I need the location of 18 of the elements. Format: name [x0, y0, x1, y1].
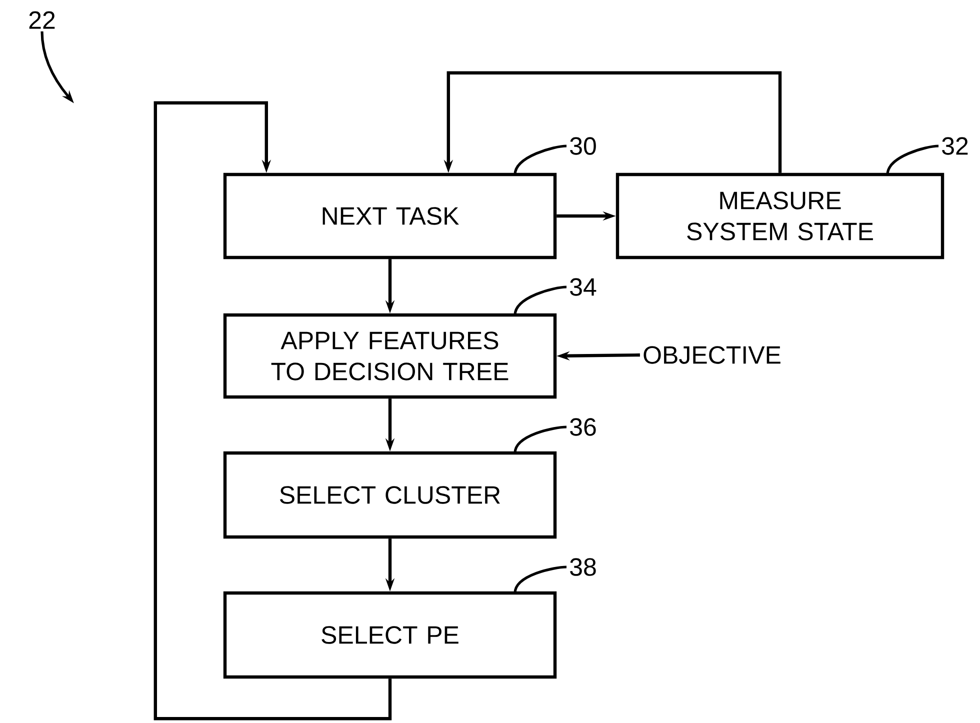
process-box: SELECT CLUSTER [223, 451, 557, 539]
input-label: OBJECTIVE [644, 346, 780, 364]
process-box: APPLY FEATURES TO DECISION TREE [223, 313, 557, 399]
reference-numeral: 34 [570, 278, 596, 296]
process-box: MEASURE SYSTEM STATE [616, 172, 944, 260]
reference-numeral: 32 [942, 137, 968, 155]
leader-line [514, 566, 567, 594]
reference-numeral: 22 [29, 11, 55, 29]
leader-line [514, 286, 567, 316]
leader-line [514, 426, 567, 454]
reference-numeral: 30 [570, 137, 596, 155]
process-box: SELECT PE [223, 591, 557, 679]
process-box: NEXT TASK [223, 172, 557, 260]
leader-line [886, 144, 939, 175]
reference-numeral: 38 [570, 558, 596, 576]
reference-numeral: 36 [570, 418, 596, 436]
arrow [154, 101, 392, 720]
leader-line [514, 144, 567, 175]
